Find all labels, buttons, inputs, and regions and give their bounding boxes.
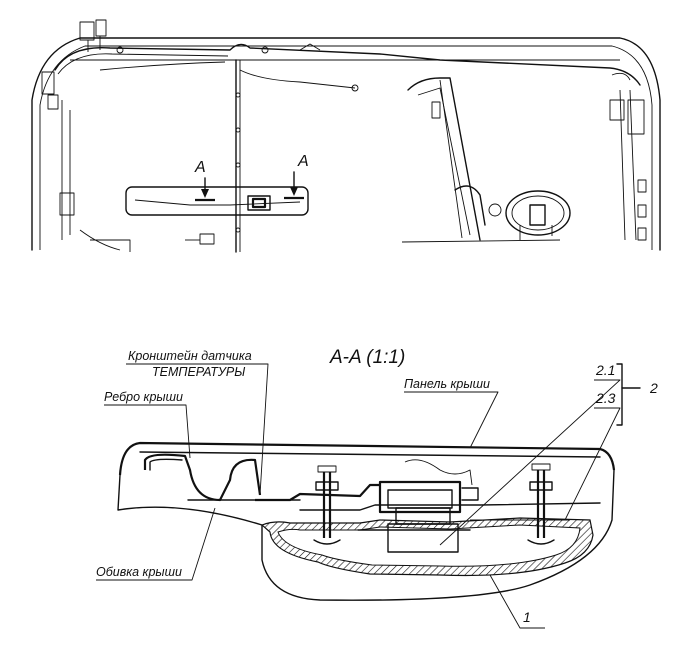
callout-2-3: 2.3 — [564, 390, 621, 521]
svg-text:1: 1 — [523, 609, 531, 625]
svg-text:A: A — [297, 153, 309, 170]
roof-rib — [143, 453, 301, 502]
label-roof-panel: Панель крыши — [404, 377, 499, 449]
section-title: A-A (1:1) — [329, 347, 405, 368]
svg-text:2.3: 2.3 — [595, 390, 616, 406]
roof-trim — [117, 469, 615, 601]
section-mark-left: A — [194, 159, 215, 202]
sensor-housing — [357, 459, 479, 553]
wiring-harness — [41, 19, 641, 253]
sensor-bracket — [255, 483, 380, 502]
label-trim: Обивка крыши — [96, 507, 216, 581]
callout-2: 2 — [616, 363, 658, 426]
section-view: A-A (1:1) — [96, 347, 658, 629]
svg-text:Ребро крыши: Ребро крыши — [104, 390, 183, 404]
svg-text:Панель крыши: Панель крыши — [404, 377, 490, 391]
roof-hatch — [401, 77, 561, 243]
roof-outline — [31, 37, 661, 251]
callout-1: 1 — [489, 574, 545, 629]
svg-text:Кронштейн датчика: Кронштейн датчика — [128, 349, 252, 363]
label-rib: Ребро крыши — [104, 390, 191, 459]
dome-lamp — [505, 190, 571, 240]
svg-text:2: 2 — [649, 380, 658, 396]
sensor-area — [125, 186, 309, 245]
label-bracket: Кронштейн датчика ТЕМПЕРАТУРЫ — [126, 349, 269, 496]
svg-text:ТЕМПЕРАТУРЫ: ТЕМПЕРАТУРЫ — [152, 365, 245, 379]
svg-text:2.1: 2.1 — [595, 362, 615, 378]
screw-left — [313, 465, 341, 545]
top-view: A A — [31, 19, 661, 253]
roof-panel — [118, 441, 616, 476]
svg-text:A: A — [194, 159, 206, 176]
callout-2-1: 2.1 — [439, 362, 621, 546]
svg-text:Обивка крыши: Обивка крыши — [96, 565, 182, 579]
section-mark-right: A — [284, 153, 309, 200]
